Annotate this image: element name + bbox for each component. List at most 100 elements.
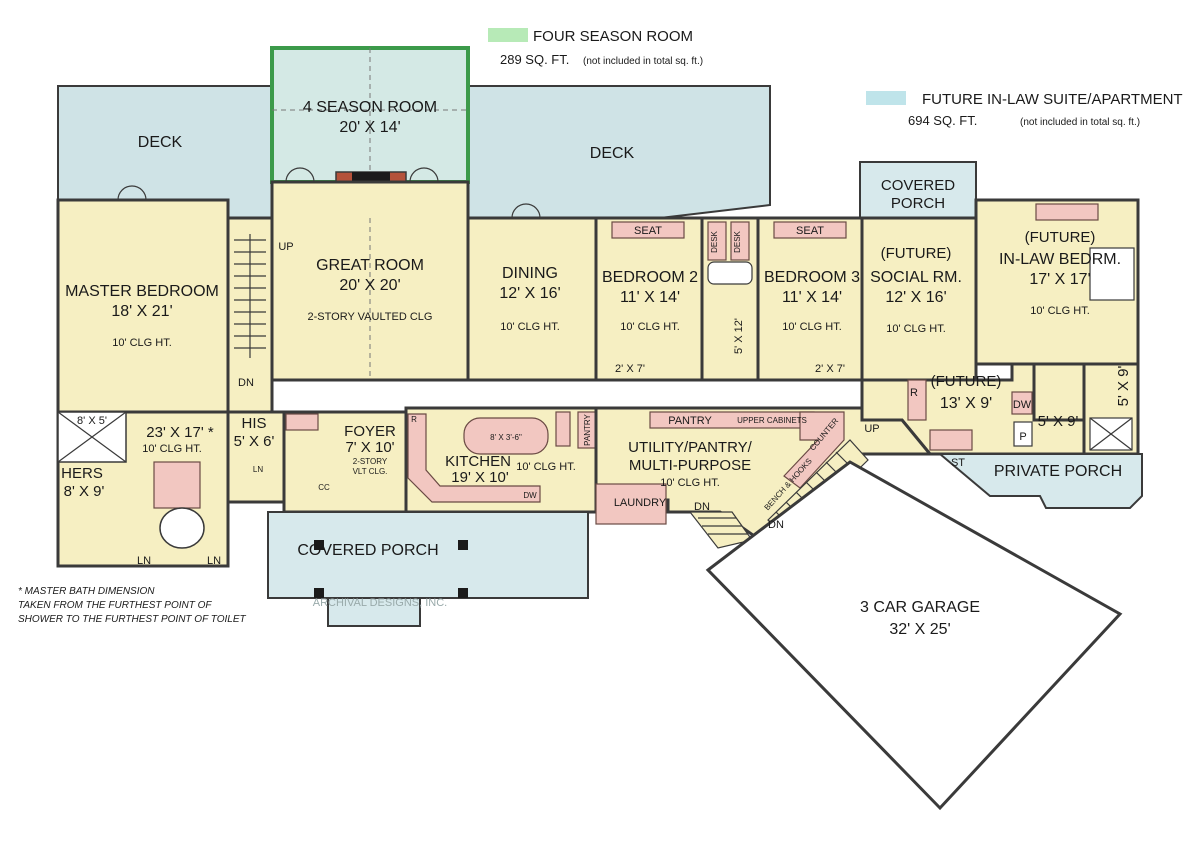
foyer-name: FOYER bbox=[344, 423, 396, 440]
legend-four-season-title: FOUR SEASON ROOM bbox=[533, 28, 693, 45]
in-law-bath-2-dim: 5' X 9' bbox=[1115, 365, 1132, 406]
footnote-line1: * MASTER BATH DIMENSION bbox=[18, 586, 155, 597]
dining-room bbox=[466, 216, 598, 382]
covered-porch-top-line1: COVERED bbox=[881, 177, 955, 194]
master-bedroom-name: MASTER BEDROOM bbox=[65, 283, 219, 300]
master-bedroom-clg: 10' CLG HT. bbox=[112, 337, 172, 349]
four-season-name: 4 SEASON ROOM bbox=[303, 99, 437, 116]
hers-dim: 8' X 9' bbox=[64, 483, 105, 500]
legend-in-law: FUTURE IN-LAW SUITE/APARTMENT 694 SQ. FT… bbox=[866, 91, 1183, 128]
deck-left-label: DECK bbox=[138, 134, 183, 151]
garage-name: 3 CAR GARAGE bbox=[860, 599, 980, 616]
watermark: ARCHIVAL DESIGNS, INC. bbox=[313, 597, 447, 609]
utility-clg: 10' CLG HT. bbox=[660, 477, 720, 489]
kitchen-dw: DW bbox=[523, 491, 537, 500]
bed bbox=[1089, 247, 1135, 301]
hers-name: HERS bbox=[61, 465, 103, 482]
kitchen-clg: 10' CLG HT. bbox=[516, 461, 576, 473]
social-room-clg: 10' CLG HT. bbox=[886, 323, 946, 335]
deck-right-label: DECK bbox=[590, 145, 635, 162]
future-kitchen-future: (FUTURE) bbox=[931, 373, 1002, 390]
great-room-clg: 2-STORY VAULTED CLG bbox=[308, 311, 433, 323]
ln-label-3: LN bbox=[207, 555, 221, 567]
covered-porch-top bbox=[859, 161, 977, 221]
desk-2 bbox=[730, 221, 750, 261]
foyer-clg-1: 2-STORY bbox=[353, 457, 388, 466]
social-room bbox=[860, 216, 978, 382]
bedroom-3 bbox=[756, 216, 864, 382]
ln-label-2: LN bbox=[137, 555, 151, 567]
p-small: P bbox=[1019, 431, 1026, 443]
garage bbox=[705, 460, 1123, 811]
dining-name: DINING bbox=[502, 265, 558, 282]
foyer-dim: 7' X 10' bbox=[345, 439, 394, 456]
dw-small: DW bbox=[1013, 399, 1032, 411]
bedroom-2-name: BEDROOM 2 bbox=[602, 269, 698, 286]
bedroom-3-clg: 10' CLG HT. bbox=[782, 321, 842, 333]
island-dim: 8' X 3'-6" bbox=[490, 433, 522, 442]
utility-pantry: PANTRY bbox=[668, 415, 712, 427]
stair-up-label-2: UP bbox=[864, 423, 879, 435]
legend-in-law-note: (not included in total sq. ft.) bbox=[1020, 117, 1140, 128]
shower-dim: 8' X 5' bbox=[77, 415, 107, 427]
hall-bath-dim: 5' X 12' bbox=[733, 318, 745, 354]
stair-dn-label-3: DN bbox=[694, 501, 710, 513]
bathtub bbox=[707, 261, 753, 285]
bedroom-2-clg: 10' CLG HT. bbox=[620, 321, 680, 333]
bedroom-3-name: BEDROOM 3 bbox=[764, 269, 860, 286]
kitchen-island bbox=[463, 417, 549, 455]
tub bbox=[159, 507, 205, 549]
master-bath-dim: 23' X 17' * bbox=[146, 424, 214, 441]
legend-in-law-area: 694 SQ. FT. bbox=[908, 113, 977, 128]
legend-swatch-green bbox=[488, 28, 528, 42]
footnote-line3: SHOWER TO THE FURTHEST POINT OF TOILET bbox=[18, 614, 247, 625]
bedroom-2-seat bbox=[611, 221, 685, 239]
in-law-bedroom-future: (FUTURE) bbox=[1025, 229, 1096, 246]
deck-left bbox=[57, 85, 273, 219]
in-law-bath-1 bbox=[1032, 362, 1086, 422]
legend-in-law-title: FUTURE IN-LAW SUITE/APARTMENT bbox=[922, 91, 1183, 108]
legend-four-season-note: (not included in total sq. ft.) bbox=[583, 56, 703, 67]
master-bedroom-dim: 18' X 21' bbox=[111, 303, 172, 320]
vanity bbox=[153, 461, 201, 509]
r-small: R bbox=[910, 387, 918, 399]
ln-label-1: LN bbox=[253, 465, 263, 474]
great-room-dim: 20' X 20' bbox=[339, 277, 400, 294]
pantry-p bbox=[1013, 421, 1033, 447]
his-dim: 5' X 6' bbox=[234, 433, 275, 450]
bedroom-3-seat bbox=[773, 221, 847, 239]
kitchen-counter bbox=[407, 413, 541, 503]
covered-porch-top-line2: PORCH bbox=[891, 195, 945, 212]
in-law-bedroom-dim: 17' X 17' bbox=[1029, 271, 1090, 288]
private-porch bbox=[937, 453, 1143, 509]
in-law-bath-1-dim: 5' X 9' bbox=[1038, 413, 1079, 430]
utility-line2: MULTI-PURPOSE bbox=[629, 457, 751, 474]
bedroom-3-seat-label: SEAT bbox=[796, 225, 824, 237]
stair-dn-label-2: DN bbox=[768, 519, 784, 531]
desk-1-label: DESK bbox=[710, 230, 719, 252]
counter bbox=[783, 411, 845, 489]
bedroom-3-dim: 11' X 14' bbox=[782, 289, 842, 306]
porch-steps bbox=[327, 597, 421, 627]
legend-four-season: FOUR SEASON ROOM 289 SQ. FT. (not includ… bbox=[488, 28, 703, 67]
foyer-clg-2: VLT CLG. bbox=[353, 467, 388, 476]
four-season-dim: 20' X 14' bbox=[339, 119, 400, 136]
st-small: ST bbox=[951, 457, 965, 469]
desk-2-label: DESK bbox=[733, 230, 742, 252]
garage-dim: 32' X 25' bbox=[889, 621, 950, 638]
upper-cabinets-label: UPPER CABINETS bbox=[737, 416, 807, 425]
bedroom-3-closet: 2' X 7' bbox=[815, 363, 845, 375]
bedroom-2-closet: 2' X 7' bbox=[615, 363, 645, 375]
kitchen-r: R bbox=[411, 415, 417, 424]
cc-label: CC bbox=[318, 483, 330, 492]
desk-1 bbox=[707, 221, 727, 261]
dining-clg: 10' CLG HT. bbox=[500, 321, 560, 333]
laundry-label: LAUNDRY bbox=[614, 497, 667, 509]
social-room-dim: 12' X 16' bbox=[885, 289, 946, 306]
covered-porch bbox=[267, 511, 589, 599]
stair-up-label-1: UP bbox=[278, 241, 293, 253]
legend-swatch-blue bbox=[866, 91, 906, 105]
bedroom-2 bbox=[594, 216, 704, 382]
social-room-name: SOCIAL RM. bbox=[870, 269, 962, 286]
